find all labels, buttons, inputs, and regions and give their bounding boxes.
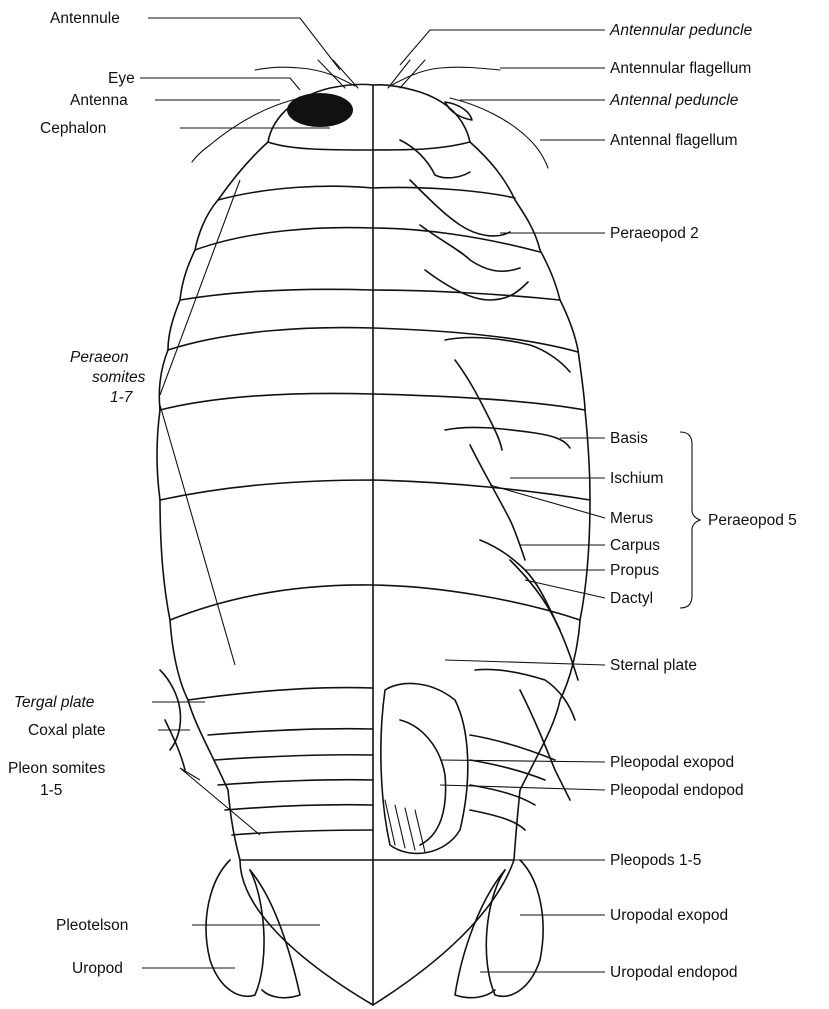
pleon-line-1 (208, 729, 373, 735)
antenna-right (450, 98, 548, 168)
label-dactyl: Dactyl (610, 590, 653, 607)
pleon-line-2 (215, 755, 373, 760)
leader-antennular-peduncle (400, 30, 605, 65)
label-sternal-plate: Sternal plate (610, 657, 697, 674)
uropod-right-endopod (455, 870, 505, 998)
antenna-left (192, 98, 300, 162)
label-antennal-peduncle: Antennal peduncle (609, 92, 739, 109)
label-cephalon: Cephalon (40, 120, 106, 137)
label-eye: Eye (108, 70, 135, 87)
label-uropod: Uropod (72, 960, 123, 977)
label-uropodal-endopod: Uropodal endopod (610, 964, 738, 981)
label-pleopods-1-5: Pleopods 1-5 (610, 852, 701, 869)
label-coxal-plate: Coxal plate (28, 722, 106, 739)
pleon-line-4 (225, 805, 373, 810)
label-pleon-2: 1-5 (40, 782, 62, 799)
body-outline-left (157, 142, 373, 860)
label-ischium: Ischium (610, 470, 663, 487)
bracket-peraeopod-5 (680, 432, 700, 608)
antennule-right (390, 67, 500, 86)
body-outline-right (373, 142, 590, 860)
label-carpus: Carpus (610, 537, 660, 554)
label-pleopodal-exopod: Pleopodal exopod (610, 754, 734, 771)
segment-1 (218, 186, 515, 200)
segment-7 (170, 585, 580, 620)
label-antennal-flagellum: Antennal flagellum (610, 132, 738, 149)
label-pleon-1: Pleon somites (8, 760, 106, 777)
label-peraeon-3: 1-7 (110, 389, 134, 406)
pleopods (381, 683, 468, 853)
pleopodal-exopod (381, 683, 468, 853)
label-basis: Basis (610, 430, 648, 447)
pleon-line-3 (218, 780, 373, 785)
labels-left: Antennule Eye Antenna Cephalon Peraeon s… (8, 10, 146, 977)
leader-antennule (148, 18, 340, 70)
peraeon-segments (160, 186, 590, 700)
labels-right: Antennular peduncle Antennular flagellum… (609, 22, 797, 981)
label-peraeon-2: somites (92, 369, 146, 386)
label-propus: Propus (610, 562, 659, 579)
label-peraeopod-5: Peraeopod 5 (708, 512, 797, 529)
label-peraeon-1: Peraeon (70, 349, 129, 366)
label-antennular-peduncle: Antennular peduncle (609, 22, 753, 39)
label-tergal-plate: Tergal plate (14, 694, 95, 711)
segment-6 (160, 480, 590, 500)
uropod-left-exopod (206, 860, 264, 996)
eye-left-icon (287, 93, 353, 127)
antennae (192, 60, 548, 168)
pleotelson-uropods (206, 860, 543, 1005)
leader-peraeon-2 (160, 405, 235, 665)
pleon-line-5 (232, 830, 373, 835)
leader-pleon (180, 768, 260, 835)
segment-2 (195, 228, 540, 252)
label-antennule: Antennule (50, 10, 120, 27)
leader-sternal (445, 660, 605, 665)
label-uropodal-exopod: Uropodal exopod (610, 907, 728, 924)
leader-eye (140, 78, 300, 90)
label-pleotelson: Pleotelson (56, 917, 128, 934)
label-merus: Merus (610, 510, 653, 527)
label-antenna: Antenna (70, 92, 128, 109)
peraeopods (400, 140, 578, 800)
uropod-right-exopod (486, 860, 543, 996)
label-peraeopod-2: Peraeopod 2 (610, 225, 699, 242)
pleopodal-endopod (400, 720, 446, 845)
leader-pleopodal-exopod (440, 760, 605, 762)
label-antennular-flagellum: Antennular flagellum (610, 60, 751, 77)
pleon-line-0 (188, 688, 373, 701)
leader-peraeon-1 (160, 180, 240, 395)
pleotelson-outline (240, 860, 514, 1005)
label-pleopodal-endopod: Pleopodal endopod (610, 782, 744, 799)
leader-dactyl (525, 580, 605, 598)
